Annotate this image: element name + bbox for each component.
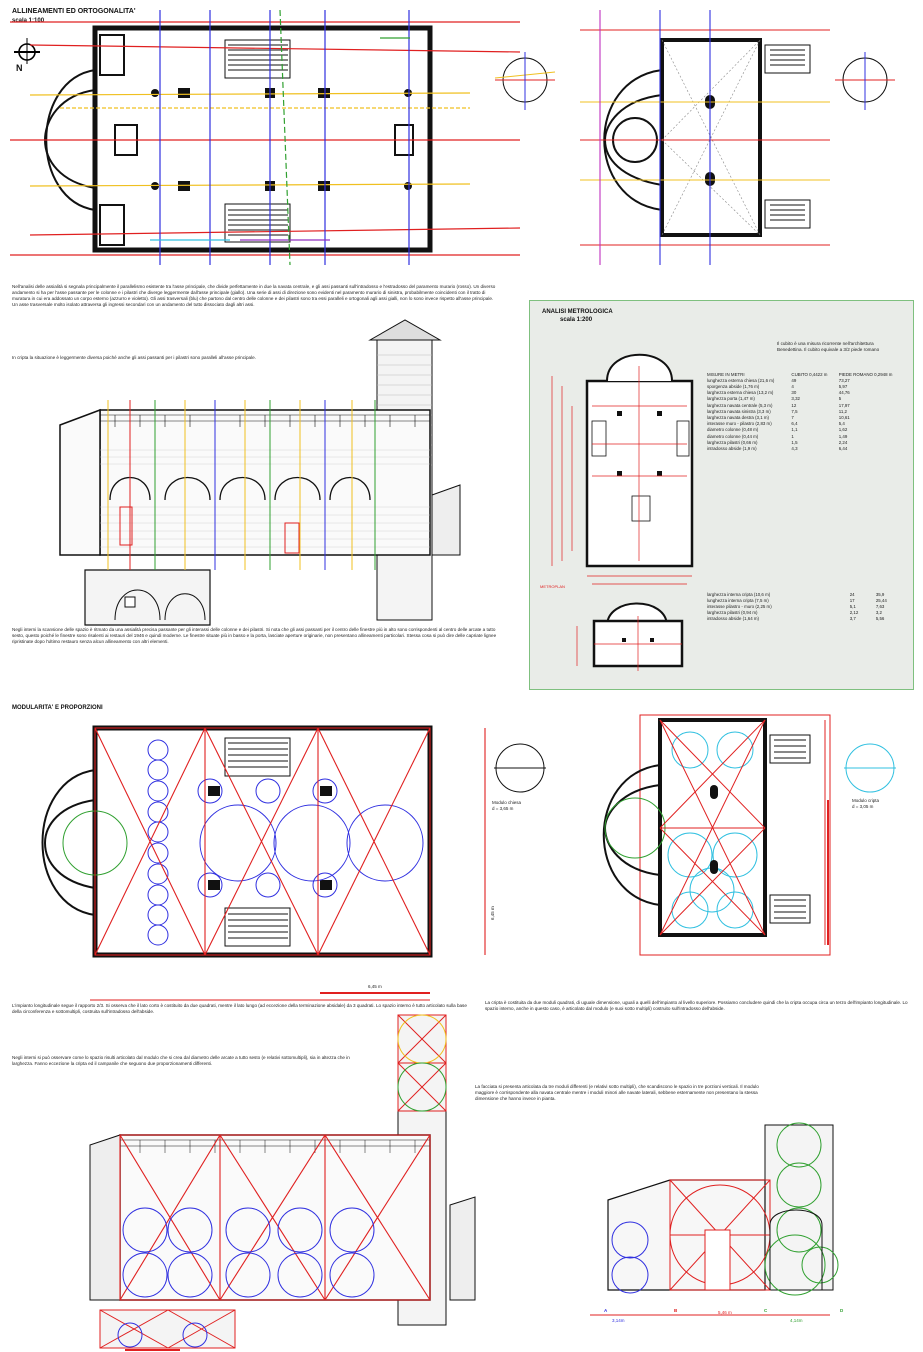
text-crypt-module: La cripta è costituita da due moduli qua… — [485, 1000, 908, 1011]
letter-a: A — [604, 1308, 608, 1313]
col-header-measure: MISURE IN METRI — [707, 371, 745, 377]
letter-b: B — [674, 1308, 678, 1313]
metrology-table: MISURE IN METRI CUBITO 0,4422 m PIEDE RO… — [705, 371, 905, 452]
text-plan-proportions: L'impianto longitudinale segue il rappor… — [12, 1003, 467, 1014]
letter-d: D — [840, 1308, 844, 1313]
panel-title: ANALISI METROLOGICA — [542, 309, 613, 315]
section-elevation-alignments — [0, 285, 520, 655]
plan-church-alignments — [0, 0, 923, 270]
dim-width-church: 6,45 m — [368, 984, 382, 989]
text-alignments-analysis: Nell'analisi delle assialità si segnala … — [12, 284, 496, 307]
metrology-panel: ANALISI METROLOGICA scala 1:200 Il cubit… — [529, 300, 914, 690]
dim-bottom-3: 4,14m — [790, 1318, 803, 1323]
letter-c: C — [764, 1308, 768, 1313]
module-church-label: Modulo chiesa d = 3,65 m — [492, 800, 522, 811]
dim-bottom-2: 5,46 m — [718, 1310, 732, 1315]
north-label: N — [16, 63, 23, 73]
plan-church-modularity — [0, 710, 560, 1001]
text-crypt-alignments: In cripta la situazione è leggermente di… — [12, 355, 256, 360]
text-interior-module: Negli interni si può osservare come lo s… — [12, 1055, 350, 1066]
text-interior-rhythm: Negli interni la scansione delle spazio … — [12, 627, 497, 644]
col-header-roman-foot: PIEDE ROMANO 0,2948 m — [838, 371, 893, 377]
col-header-cubit: CUBITO 0,4422 m — [791, 371, 828, 377]
section-title-modularity: MODULARITA' E PROPORZIONI — [12, 705, 103, 711]
cubit-intro: Il cubito è una misura ricorrente nell'a… — [777, 341, 880, 352]
plan-crypt-alignments — [560, 0, 923, 270]
section-scale: scala 1:100 — [12, 18, 45, 24]
metrology-plans: METROPLAN — [532, 326, 732, 681]
dim-bottom-1: 3,14m — [612, 1318, 625, 1323]
module-crypt-label: Modulo cripta d = 3,05 m — [852, 798, 880, 809]
facade-modularity — [590, 1122, 923, 1352]
metroplan-label: METROPLAN — [540, 584, 565, 589]
section-title-alignments: ALLINEAMENTI ED ORTOGONALITA' — [12, 8, 136, 15]
north-arrow-icon — [14, 38, 40, 78]
dim-height-church: 6,45 m — [490, 906, 495, 920]
section-elevation-modularity — [0, 1005, 480, 1352]
text-facade-module: La facciata si presenta articolata da tr… — [475, 1084, 759, 1101]
plan-crypt-modularity — [580, 710, 923, 980]
panel-scale: scala 1:200 — [560, 317, 593, 323]
